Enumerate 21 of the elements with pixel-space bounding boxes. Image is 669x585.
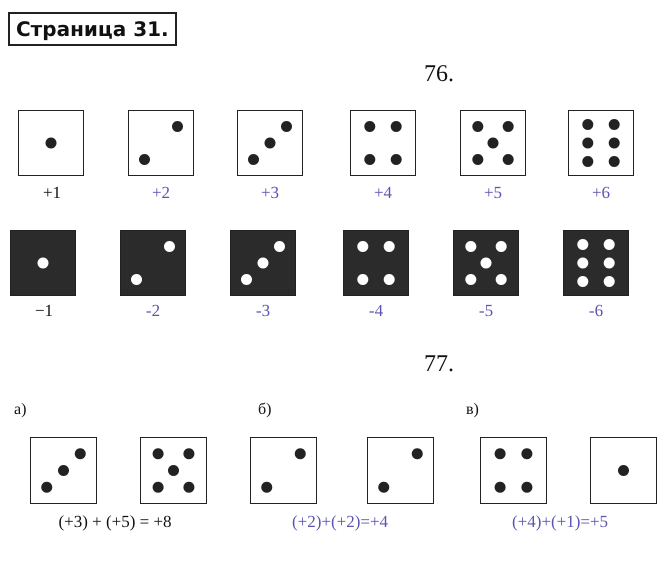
- equation: (+2)+(+2)=+4: [292, 513, 388, 530]
- answer-value: -5: [478, 302, 494, 319]
- answer-value: +2: [152, 184, 170, 201]
- equation: (+4)+(+1)=+5: [512, 513, 608, 530]
- item-letter: б): [258, 402, 272, 418]
- answer-value: +4: [374, 184, 392, 201]
- answer-value: -2: [146, 302, 160, 319]
- item-letter: в): [466, 402, 479, 418]
- answer-value: +1: [42, 184, 62, 201]
- answer-value: -4: [368, 302, 384, 319]
- exercise-number: 77.: [424, 352, 454, 376]
- answer-value: −1: [34, 302, 54, 319]
- answer-value: -3: [256, 302, 270, 319]
- item-letter: а): [14, 402, 26, 418]
- answer-value: +3: [260, 184, 280, 201]
- answer-value: +5: [484, 184, 502, 201]
- answer-value: +6: [592, 184, 610, 201]
- exercise-number: 76.: [424, 62, 454, 86]
- answer-value: -6: [588, 302, 604, 319]
- equation: (+3) + (+5) = +8: [58, 513, 172, 530]
- page-title: Страница 31.: [8, 12, 177, 46]
